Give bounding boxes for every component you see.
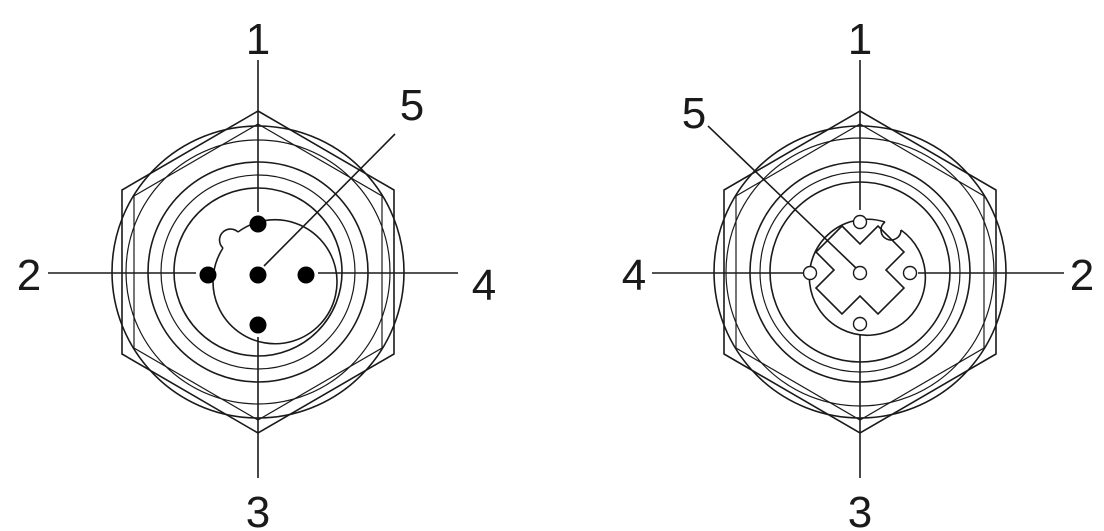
male-label-5: 5 — [400, 81, 424, 130]
female-socket-5 — [852, 265, 868, 281]
female-socket-4 — [802, 265, 818, 281]
male-callout-5 — [263, 133, 396, 267]
female-label-3: 3 — [848, 488, 872, 531]
female-label-4: 4 — [622, 251, 646, 300]
male-connector: 1 2 3 4 5 — [17, 15, 496, 531]
female-socket-3 — [852, 316, 868, 332]
female-socket-2 — [902, 265, 918, 281]
male-label-2: 2 — [17, 251, 41, 300]
male-pin-4 — [297, 266, 315, 284]
female-callout-5 — [707, 125, 857, 269]
male-pin-3 — [249, 316, 267, 334]
male-label-1: 1 — [246, 15, 270, 64]
female-x-insert — [814, 224, 906, 316]
female-socket-face — [808, 218, 927, 337]
male-label-3: 3 — [246, 488, 270, 531]
male-pin-2 — [199, 266, 217, 284]
female-connector: 1 2 3 4 5 — [622, 15, 1094, 531]
female-label-5: 5 — [682, 89, 706, 138]
male-pin-1 — [249, 215, 267, 233]
female-label-1: 1 — [848, 15, 872, 64]
male-pin-5 — [249, 266, 267, 284]
female-socket-1 — [852, 214, 868, 230]
male-label-4: 4 — [472, 261, 496, 310]
female-label-2: 2 — [1070, 251, 1094, 300]
male-pin-face — [212, 218, 338, 345]
